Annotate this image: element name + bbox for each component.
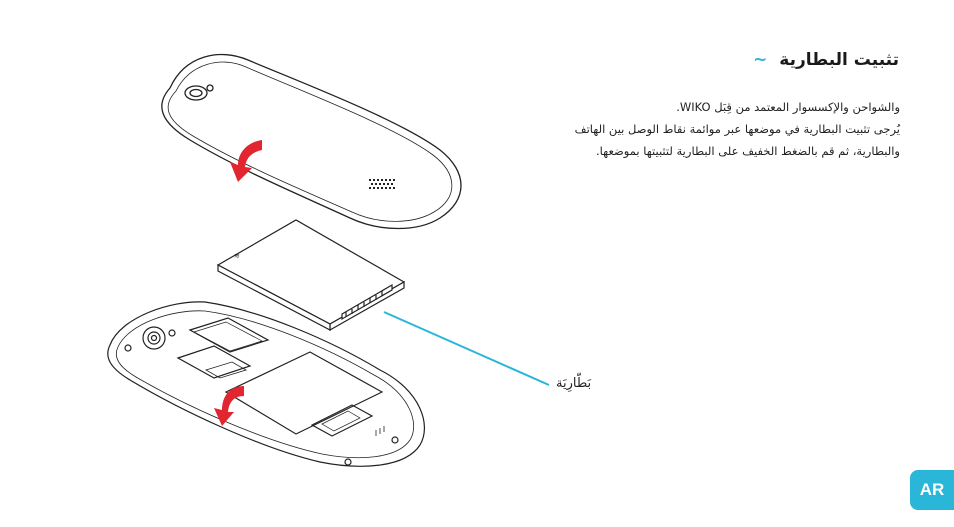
back-cover [161,53,462,230]
language-badge: AR [910,470,954,510]
callout-line [383,311,550,386]
instruction-line: يُرجى تثبيت البطارية في موضعها عبر موائم… [574,122,900,136]
instruction-line: والشواحن والإكسسوار المعتمد من قِبَل WIK… [676,100,900,114]
section-title: تثبيت البطارية [779,50,899,70]
tilde-icon: ~ [753,50,768,70]
speaker-grille [369,179,395,189]
section-heading: تثبيت البطارية ~ [753,50,899,70]
instructions-text: والشواحن والإكسسوار المعتمد من قِبَل WIK… [530,96,900,162]
battery-callout-label: بَطّارِيَة [556,376,592,391]
phone-body [107,301,425,467]
svg-text:≋: ≋ [234,252,240,260]
insert-arrow-icon [214,386,244,426]
instruction-line: والبطارية، ثم قم بالضغط الخفيف على البطا… [595,144,900,158]
battery: ≋ [216,219,406,332]
down-arrow-icon [230,140,262,182]
